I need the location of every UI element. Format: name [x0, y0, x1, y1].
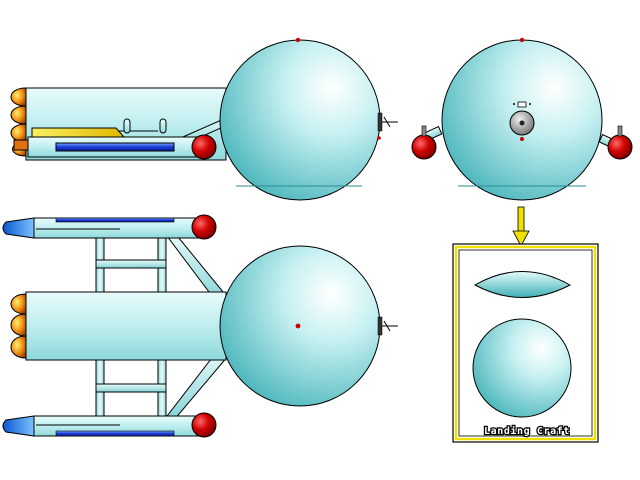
side-view	[10, 37, 398, 201]
down-arrow	[512, 206, 530, 247]
nacelle-red-cap	[191, 134, 217, 160]
upper-nacelle	[2, 214, 217, 240]
front-sensor	[509, 101, 535, 141]
antenna-top	[377, 316, 398, 336]
exhaust-flame	[31, 127, 126, 138]
front-view	[411, 37, 633, 201]
landing-craft-inset: Landing Craft	[452, 243, 599, 443]
nacelle-red-cap-right	[607, 134, 633, 160]
top-view	[2, 214, 398, 438]
rear-thrusters-top	[10, 293, 27, 359]
main-hull-top	[25, 291, 227, 361]
landing-craft-top	[472, 318, 572, 418]
sphere-module	[219, 39, 381, 201]
nacelle-red-cap-left	[411, 134, 437, 160]
landing-craft-side	[473, 271, 572, 298]
antenna	[377, 112, 398, 140]
nacelle-blue-strip	[55, 142, 175, 152]
landing-craft-label: Landing Craft	[484, 425, 570, 437]
lower-nacelle-top	[2, 412, 217, 438]
